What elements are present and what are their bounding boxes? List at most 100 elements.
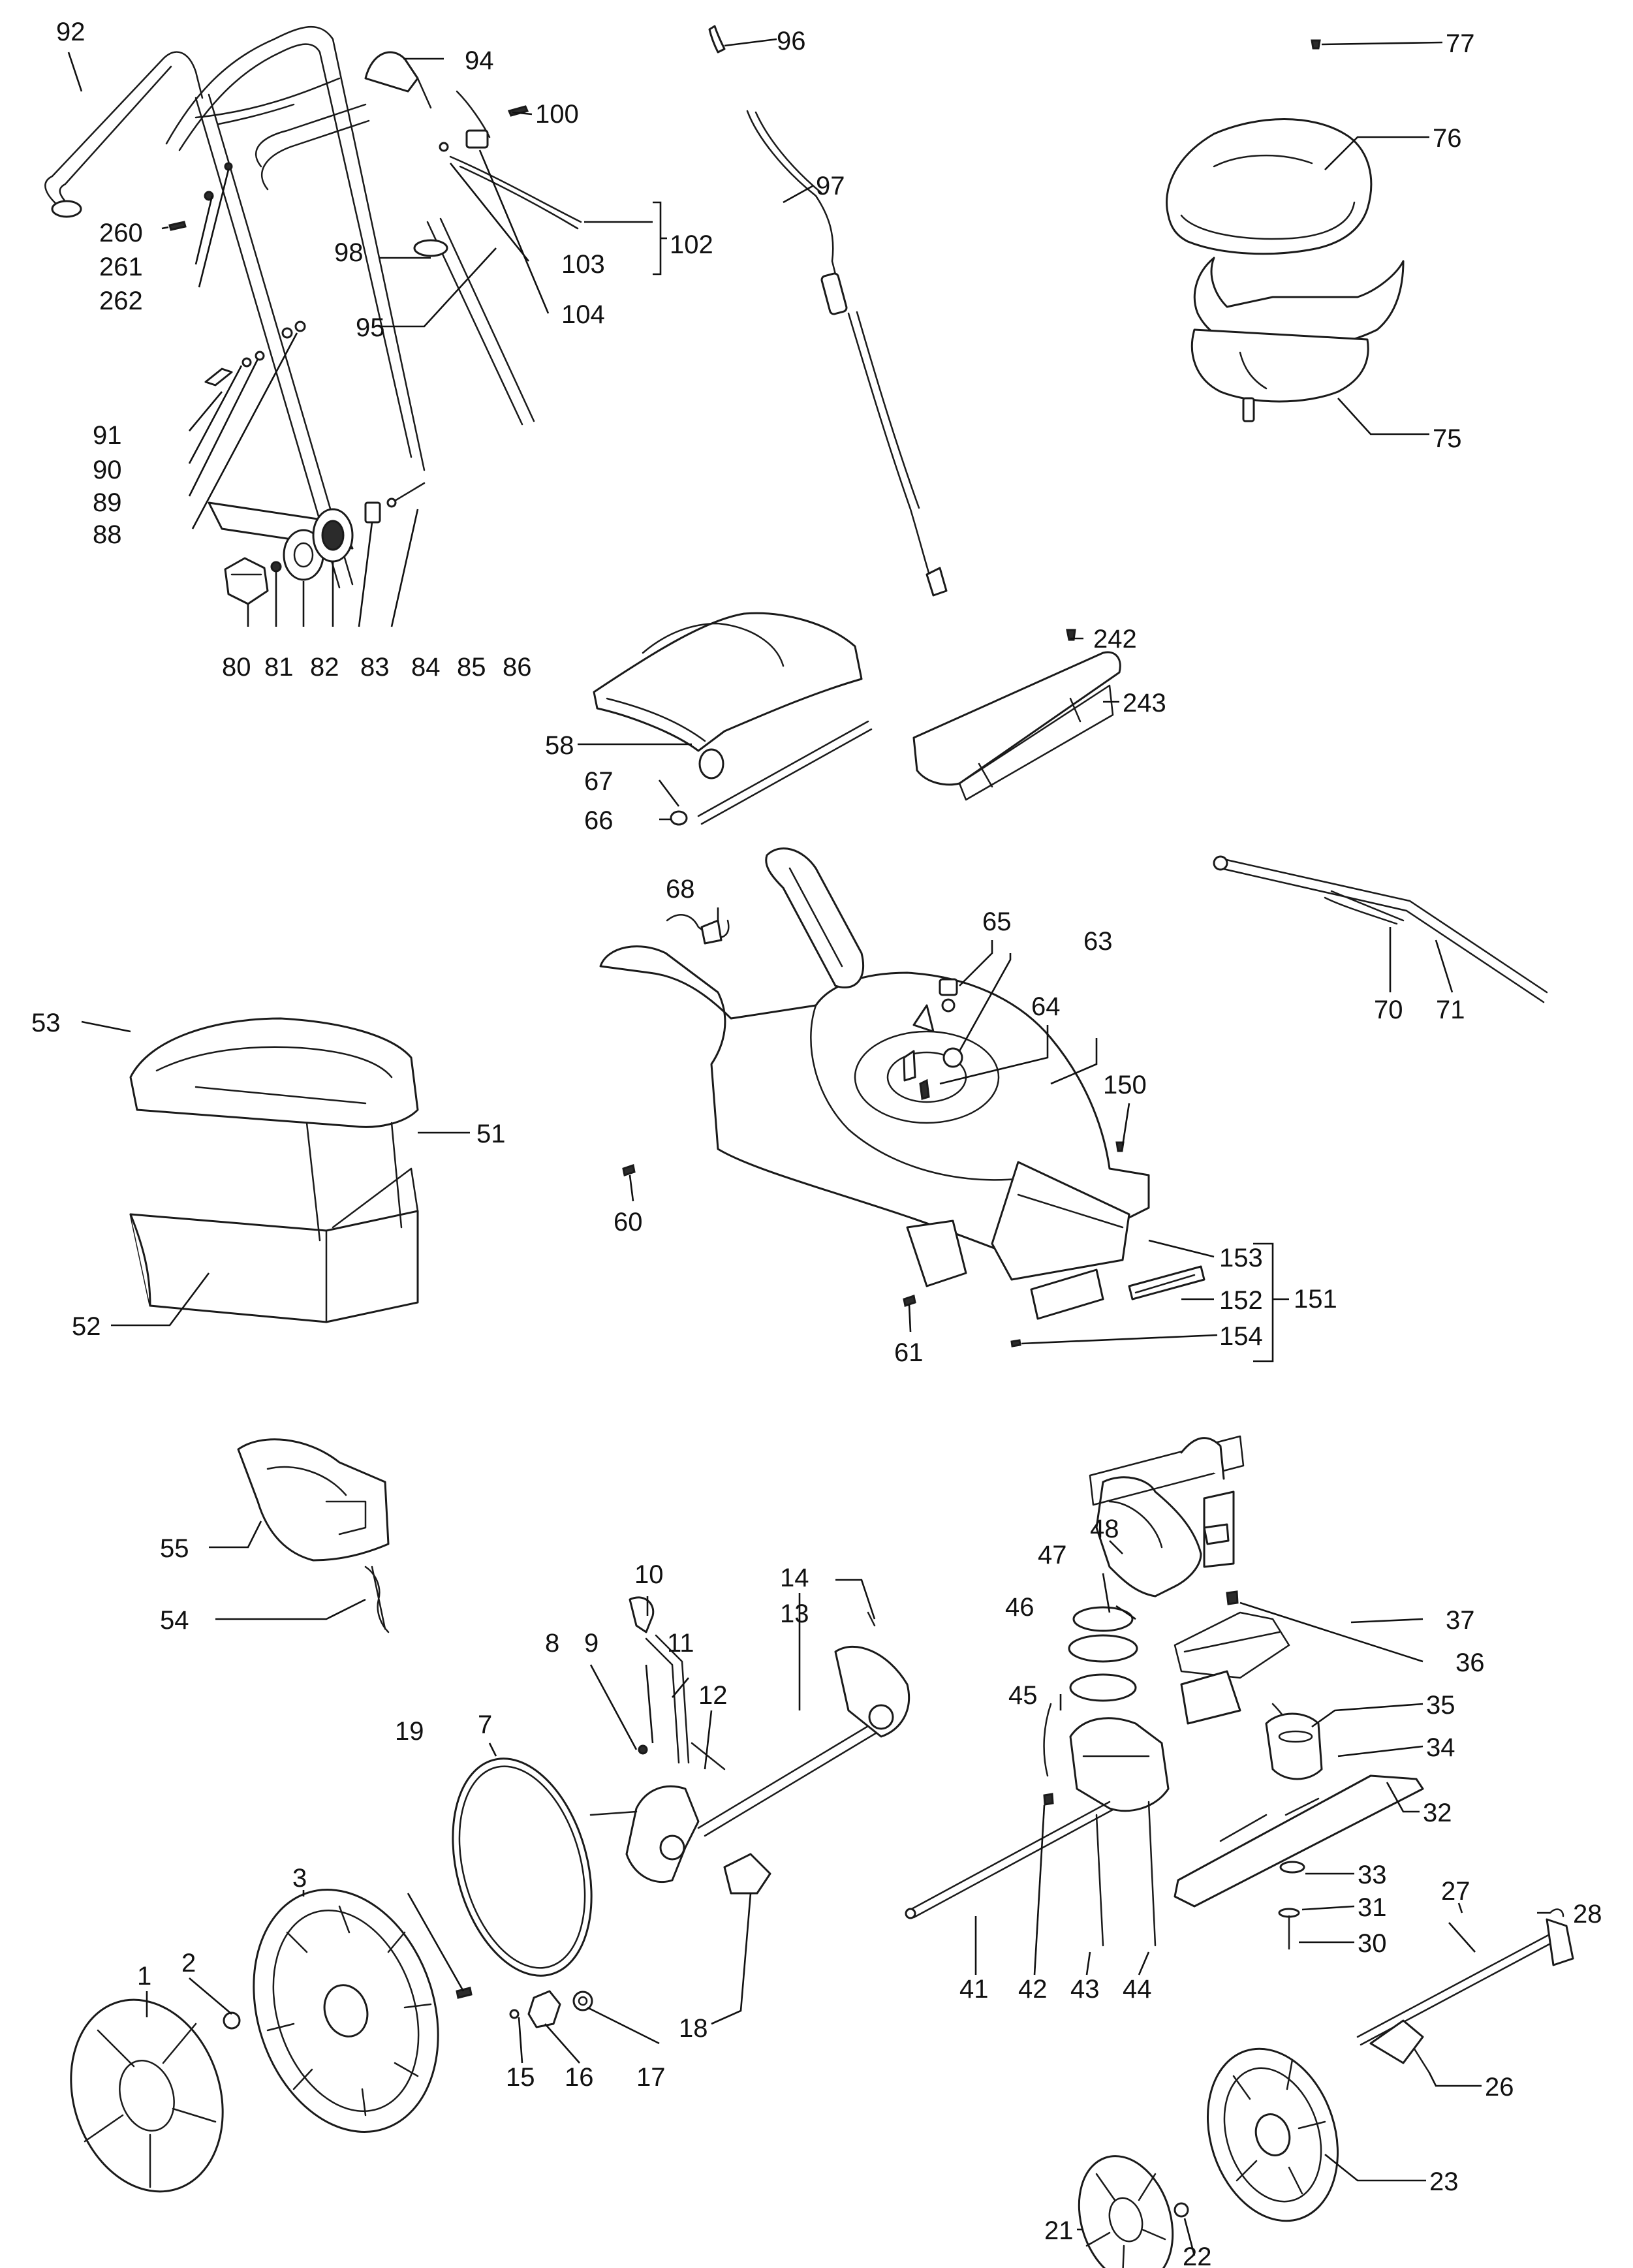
label-65: 65 bbox=[982, 907, 1012, 936]
cable-parts-top bbox=[439, 90, 582, 230]
front-wheel-set bbox=[70, 1757, 593, 2193]
handle-bolts bbox=[168, 162, 306, 386]
label-41: 41 bbox=[959, 1975, 989, 2004]
label-91: 91 bbox=[93, 421, 122, 450]
label-76: 76 bbox=[1433, 124, 1462, 153]
label-36: 36 bbox=[1455, 1648, 1485, 1677]
label-104: 104 bbox=[561, 300, 605, 329]
label-37: 37 bbox=[1446, 1606, 1475, 1635]
label-243: 243 bbox=[1123, 689, 1166, 717]
label-32: 32 bbox=[1423, 1799, 1452, 1827]
label-102: 102 bbox=[670, 230, 713, 259]
label-13: 13 bbox=[780, 1599, 809, 1628]
deck-small-parts bbox=[622, 914, 1125, 1307]
label-3: 3 bbox=[292, 1864, 307, 1893]
label-96: 96 bbox=[777, 27, 806, 55]
rear-axle-assembly bbox=[1356, 1908, 1574, 2074]
label-242: 242 bbox=[1093, 625, 1137, 654]
label-61: 61 bbox=[894, 1338, 924, 1367]
label-83: 83 bbox=[360, 653, 390, 682]
label-46: 46 bbox=[1005, 1593, 1034, 1622]
label-35: 35 bbox=[1426, 1691, 1455, 1720]
label-154: 154 bbox=[1219, 1322, 1263, 1351]
label-12: 12 bbox=[698, 1681, 728, 1710]
label-71: 71 bbox=[1436, 996, 1465, 1024]
drive-assembly bbox=[905, 1435, 1424, 1950]
label-27: 27 bbox=[1441, 1877, 1470, 1906]
label-261: 261 bbox=[99, 253, 143, 281]
label-14: 14 bbox=[780, 1564, 809, 1592]
control-bar bbox=[413, 217, 535, 426]
label-58: 58 bbox=[545, 731, 574, 760]
label-17: 17 bbox=[636, 2063, 666, 2092]
label-44: 44 bbox=[1123, 1975, 1152, 2004]
rear-flap bbox=[593, 612, 873, 826]
rear-axle-bar bbox=[1213, 855, 1548, 1003]
side-discharge bbox=[237, 1438, 390, 1633]
label-2: 2 bbox=[181, 1949, 196, 1977]
label-75: 75 bbox=[1433, 424, 1462, 453]
label-66: 66 bbox=[584, 806, 614, 835]
label-151: 151 bbox=[1294, 1285, 1337, 1314]
label-77: 77 bbox=[1446, 29, 1475, 58]
label-53: 53 bbox=[31, 1009, 61, 1037]
engine bbox=[1166, 39, 1405, 422]
label-98: 98 bbox=[334, 238, 364, 267]
label-86: 86 bbox=[503, 653, 532, 682]
label-100: 100 bbox=[535, 100, 579, 129]
label-54: 54 bbox=[160, 1606, 189, 1635]
label-30: 30 bbox=[1358, 1929, 1387, 1958]
mulch-cover bbox=[912, 629, 1121, 801]
label-63: 63 bbox=[1083, 927, 1113, 956]
leader-lines bbox=[67, 38, 1550, 2256]
label-31: 31 bbox=[1358, 1893, 1387, 1922]
label-152: 152 bbox=[1219, 1286, 1263, 1315]
label-89: 89 bbox=[93, 488, 122, 517]
label-10: 10 bbox=[634, 1560, 664, 1589]
label-260: 260 bbox=[99, 219, 143, 247]
label-64: 64 bbox=[1031, 992, 1061, 1021]
label-18: 18 bbox=[679, 2014, 708, 2043]
label-11: 11 bbox=[667, 1629, 694, 1658]
label-28: 28 bbox=[1573, 1900, 1602, 1929]
label-23: 23 bbox=[1429, 2167, 1459, 2196]
rear-wheel-set bbox=[1078, 2047, 1339, 2268]
label-19: 19 bbox=[395, 1717, 424, 1746]
label-97: 97 bbox=[816, 172, 845, 200]
label-150: 150 bbox=[1103, 1071, 1147, 1099]
label-82: 82 bbox=[310, 653, 339, 682]
label-51: 51 bbox=[476, 1120, 506, 1148]
label-88: 88 bbox=[93, 520, 122, 549]
label-68: 68 bbox=[666, 875, 695, 904]
label-45: 45 bbox=[1008, 1681, 1038, 1710]
label-15: 15 bbox=[506, 2063, 535, 2092]
label-34: 34 bbox=[1426, 1733, 1455, 1762]
label-21: 21 bbox=[1044, 2216, 1074, 2245]
label-52: 52 bbox=[72, 1312, 101, 1341]
label-70: 70 bbox=[1374, 996, 1403, 1024]
label-90: 90 bbox=[93, 456, 122, 484]
label-80: 80 bbox=[222, 653, 251, 682]
part-labels: 92 94 96 77 100 76 97 260 102 261 98 103… bbox=[31, 18, 1602, 2268]
label-22: 22 bbox=[1183, 2243, 1212, 2268]
label-26: 26 bbox=[1485, 2073, 1514, 2102]
label-262: 262 bbox=[99, 287, 143, 315]
label-153: 153 bbox=[1219, 1244, 1263, 1272]
mulch-kit bbox=[1010, 1265, 1205, 1347]
label-60: 60 bbox=[614, 1208, 643, 1236]
throttle-cable bbox=[708, 25, 948, 597]
label-42: 42 bbox=[1018, 1975, 1048, 2004]
label-47: 47 bbox=[1038, 1541, 1067, 1569]
label-55: 55 bbox=[160, 1534, 189, 1563]
label-81: 81 bbox=[264, 653, 294, 682]
label-48: 48 bbox=[1090, 1515, 1119, 1543]
height-lever-assembly bbox=[589, 1596, 910, 1895]
label-84: 84 bbox=[411, 653, 441, 682]
label-1: 1 bbox=[137, 1962, 151, 1991]
label-92: 92 bbox=[56, 18, 86, 46]
label-9: 9 bbox=[584, 1629, 599, 1658]
label-16: 16 bbox=[565, 2063, 594, 2092]
grass-catcher bbox=[129, 1017, 419, 1323]
label-95: 95 bbox=[356, 313, 385, 342]
